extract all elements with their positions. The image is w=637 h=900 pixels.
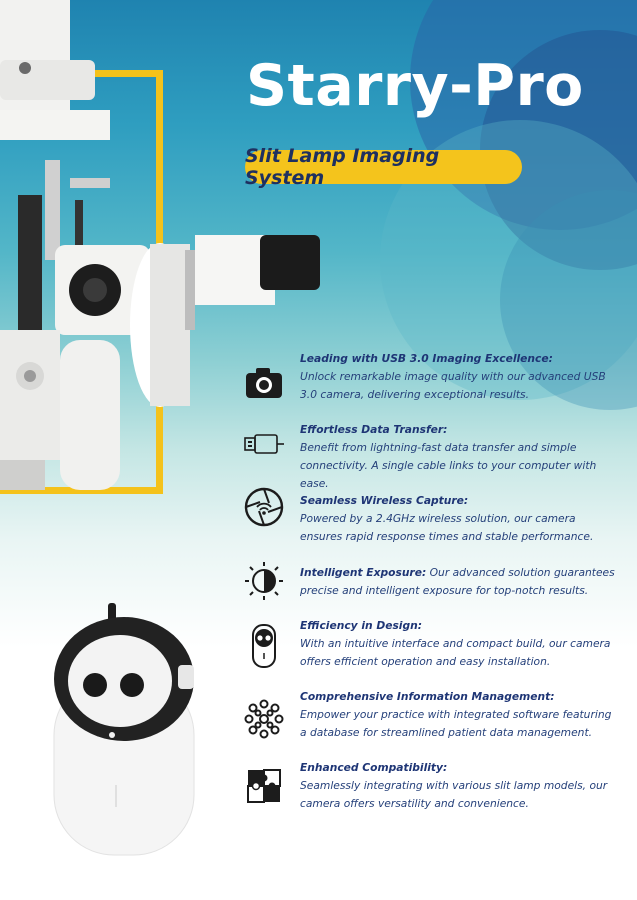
feature-heading: Intelligent Exposure: [300,566,427,579]
puzzle-icon [243,765,285,807]
feature-body: Our advanced solution guarantees precise… [300,566,615,597]
feature-text: Enhanced Compatibility: Seamlessly integ… [300,759,620,813]
feature-text: Seamless Wireless Capture: Powered by a … [300,492,620,546]
feature-text: Intelligent Exposure: Our advanced solut… [300,564,620,600]
feature-text: Efficiency in Design: With an intuitive … [300,617,620,671]
feature-body: Seamlessly integrating with various slit… [300,779,608,810]
feature-body: With an intuitive interface and compact … [300,637,611,668]
feature-heading: Efficiency in Design: [300,619,423,632]
compact-device-icon [243,624,285,668]
feature-heading: Enhanced Compatibility: [300,761,448,774]
camera-icon [243,362,285,404]
feature-text: Comprehensive Information Management: Em… [300,688,620,742]
exposure-icon [243,560,285,602]
feature-body: Benefit from lightning-fast data transfe… [300,441,597,490]
feature-heading: Seamless Wireless Capture: [300,494,469,507]
slit-lamp-image [0,0,320,490]
usb-cable-icon [243,423,285,465]
subtitle-badge: Slit Lamp Imaging System [245,145,522,189]
camera-product-image [53,603,195,856]
feature-heading: Comprehensive Information Management: [300,690,555,703]
feature-heading: Leading with USB 3.0 Imaging Excellence: [300,352,553,365]
feature-text: Effortless Data Transfer: Benefit from l… [300,421,620,493]
product-title: Starry-Pro [246,53,584,119]
wireless-aperture-icon [243,486,285,528]
feature-body: Empower your practice with integrated so… [300,708,612,739]
network-nodes-icon [243,698,285,740]
feature-heading: Effortless Data Transfer: [300,423,448,436]
feature-text: Leading with USB 3.0 Imaging Excellence:… [300,350,620,404]
feature-body: Powered by a 2.4GHz wireless solution, o… [300,512,594,543]
subtitle-text: Slit Lamp Imaging System [245,145,440,189]
feature-body: Unlock remarkable image quality with our… [300,370,606,401]
